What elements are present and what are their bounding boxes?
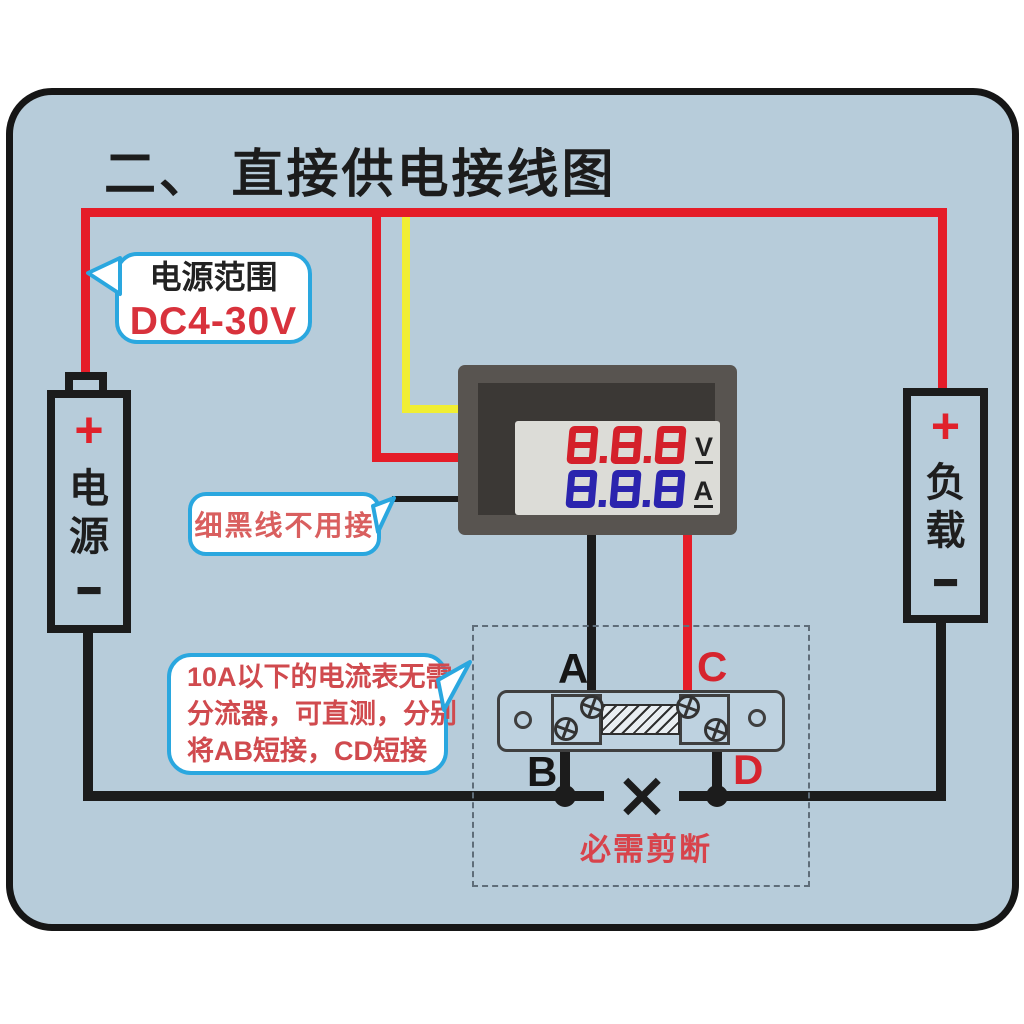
power-range-callout-tail [86,256,122,296]
shunt-mount-hole-left [514,711,532,729]
shunt-note-callout-tail [436,660,472,712]
terminal-b-wire [560,724,570,800]
meter-to-terminal-a-wire [587,530,596,710]
meter-power-wire-vertical [372,208,381,462]
terminal-d-wire [712,726,722,800]
load-negative-wire-horizontal [679,791,946,801]
shunt-mount-hole-right [748,709,766,727]
cut-note-text: 必需剪断 [580,832,712,867]
source-plus-sign: + [74,402,104,458]
power-range-value: DC4-30V [129,300,298,343]
screw-terminal-c [676,695,700,719]
shunt-note-line2: 分流器，可直测，分别 [187,698,457,729]
load: + 负载 − [903,388,988,623]
load-minus-sign: − [932,545,959,619]
current-reading: A [563,470,713,508]
power-range-callout: 电源范围 DC4-30V [115,252,312,344]
junction-dot-d [706,785,728,807]
screw-terminal-b [554,717,578,741]
source-label: 电源 [69,466,109,559]
meter-display: V A [515,421,720,515]
thin-black-wire [392,496,462,502]
screw-terminal-a [580,695,604,719]
screw-terminal-d [704,718,728,742]
amp-unit-label: A [693,476,713,508]
power-range-title: 电源范围 [149,259,278,295]
thin-black-wire-text: 细黑线不用接 [194,510,375,541]
thin-black-wire-callout-tail [371,496,396,534]
meter-power-wire-horizontal [372,453,464,462]
current-digits [563,470,687,508]
panel-meter: V A [458,365,737,535]
terminal-label-d: D [733,746,764,793]
page-title: 二、 直接供电接线图 [104,146,617,204]
junction-dot-b [554,785,576,807]
load-positive-wire [938,208,947,400]
shunt-note-line1: 10A以下的电流表无需 [187,661,453,692]
meter-to-terminal-c-wire [683,530,692,710]
meter-bezel: V A [478,383,720,515]
source-negative-wire-vertical [83,630,93,801]
shunt-note-line3: 将AB短接，CD短接 [187,735,427,766]
terminal-label-a: A [558,645,589,692]
source-negative-wire-horizontal [83,791,604,801]
terminal-label-c: C [697,643,728,690]
terminal-label-b: B [527,748,558,795]
cut-mark-x [619,773,665,819]
load-negative-wire-vertical [936,618,946,801]
voltage-digits [564,426,688,464]
volt-unit-label: V [694,432,713,464]
voltage-reading: V [566,426,713,464]
load-plus-sign: + [930,398,961,454]
shunt-resistive-element [601,704,680,735]
shunt-dashed-outline [472,625,810,887]
load-label: 负载 [925,460,966,553]
source-minus-sign: − [75,553,103,627]
yellow-wire-vertical [402,212,410,413]
power-source: + 电源 − [47,390,131,633]
thin-black-wire-callout: 细黑线不用接 [188,492,381,556]
source-positive-wire [81,208,90,380]
yellow-wire-horizontal [402,405,462,413]
positive-bus-wire [81,208,947,217]
shunt-note-callout: 10A以下的电流表无需 分流器，可直测，分别 将AB短接，CD短接 [167,653,457,775]
